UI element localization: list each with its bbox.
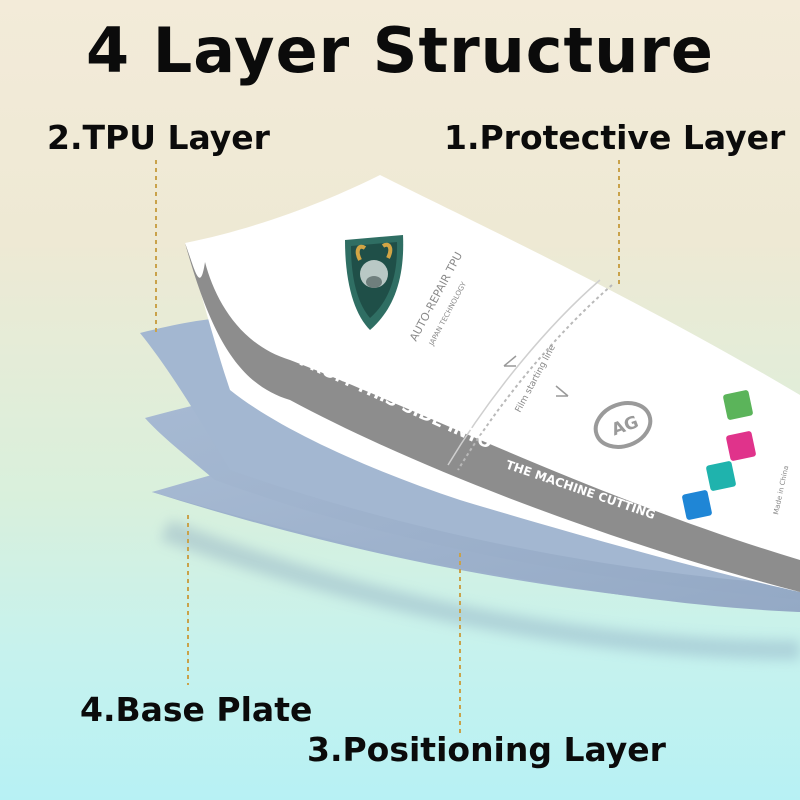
feature-blue-icon (682, 490, 712, 520)
machine-cutting-strip (185, 243, 800, 592)
feature-green-icon (723, 390, 753, 420)
protective-layer-sheet (185, 175, 800, 592)
label-positioning-layer: 3.Positioning Layer (307, 730, 666, 769)
label-protective-layer: 1.Protective Layer (444, 118, 786, 157)
film-cut-line (457, 284, 613, 471)
stack-shadow (160, 520, 800, 660)
shield-logo-icon (345, 235, 404, 330)
arrow-up-icon (503, 355, 517, 367)
feature-magenta-icon (726, 431, 756, 461)
page-title: 4 Layer Structure (86, 14, 714, 87)
label-base-plate: 4.Base Plate (80, 690, 313, 729)
feature-teal-icon (706, 461, 736, 491)
label-tpu-layer: 2.TPU Layer (47, 118, 270, 157)
arrow-down-icon (555, 385, 569, 397)
